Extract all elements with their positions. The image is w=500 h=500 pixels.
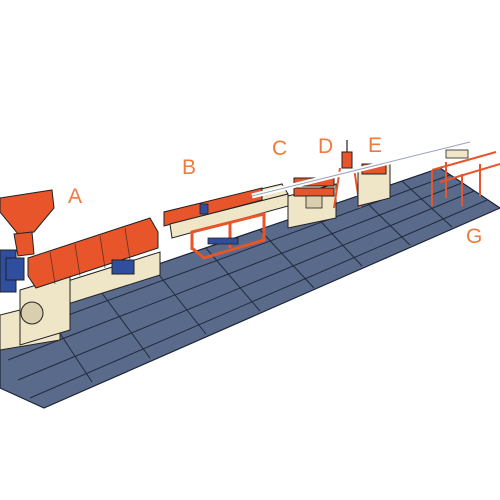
product-pipe-line — [251, 139, 471, 199]
machine-g-stacker — [431, 149, 500, 206]
label-a: A — [68, 185, 82, 208]
label-c: C — [272, 137, 287, 160]
label-d: D — [318, 135, 333, 158]
label-b: B — [182, 156, 196, 179]
machine-a-extruder — [0, 189, 161, 351]
label-g: G — [466, 225, 482, 248]
label-e: E — [368, 134, 382, 157]
